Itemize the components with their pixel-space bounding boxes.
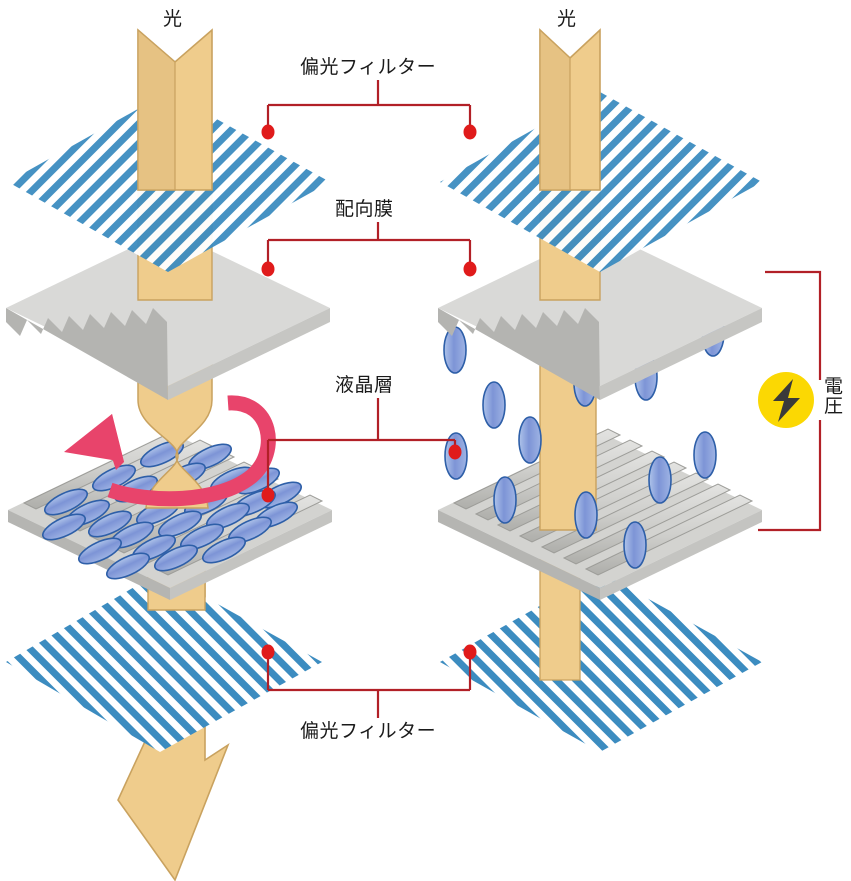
light-beam-right-entry	[539, 28, 601, 191]
label-voltage: 電圧	[821, 376, 843, 415]
label-light-left: 光	[163, 8, 183, 30]
lc-plate-left	[8, 428, 332, 600]
alignment-film-right	[438, 230, 762, 400]
panel-left	[6, 28, 332, 881]
dot-polarizer-top-left	[261, 124, 275, 140]
label-polarizer-top: 偏光フィルター	[300, 56, 437, 78]
light-beam-left-entry	[137, 28, 213, 191]
voltage-symbol[interactable]	[758, 372, 814, 428]
panel-right	[438, 28, 762, 752]
alignment-film-left	[6, 230, 330, 400]
polarizer-bottom-right	[440, 572, 762, 752]
label-light-right: 光	[557, 8, 577, 30]
label-polarizer-bottom: 偏光フィルター	[300, 720, 437, 742]
dot-polarizer-top-right	[463, 124, 477, 140]
dot-alignment-right	[463, 261, 477, 277]
lightning-bolt-icon	[773, 379, 800, 422]
polarization-twist-arrow	[64, 395, 276, 507]
label-alignment-film: 配向膜	[335, 198, 394, 220]
dot-lc-right	[448, 444, 462, 460]
light-beam-left-twist	[137, 361, 213, 509]
label-lc-layer: 液晶層	[335, 374, 394, 396]
dot-lc-left	[261, 487, 275, 503]
polarizer-top-right	[440, 92, 762, 272]
dot-polarizer-bot-right	[463, 644, 477, 660]
dot-polarizer-bot-left	[261, 644, 275, 660]
leader-dots	[261, 124, 477, 660]
leader-lines	[266, 80, 822, 718]
polarizer-bottom-left	[6, 572, 322, 752]
dot-alignment-left	[261, 261, 275, 277]
